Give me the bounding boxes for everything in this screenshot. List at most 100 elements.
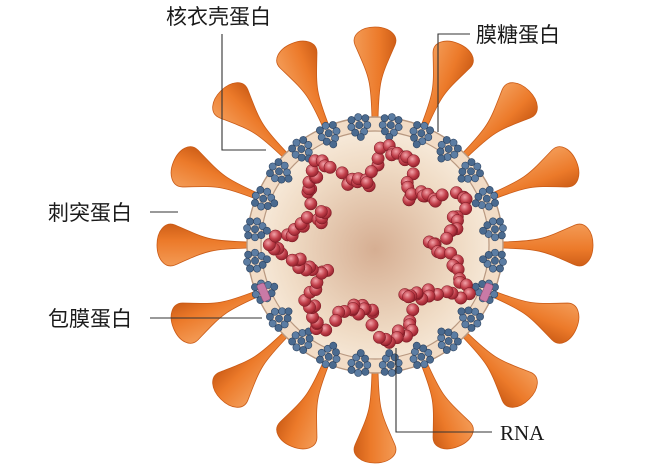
spike [212, 331, 289, 408]
glycoprotein-bead [484, 251, 493, 259]
rna-bead [435, 188, 449, 202]
glycoprotein-bead [490, 191, 499, 200]
glycoprotein-bead [409, 355, 418, 363]
glycoprotein-bead [479, 255, 487, 264]
rna-bead [335, 166, 349, 180]
glycoprotein-bead [363, 121, 372, 129]
spike [461, 331, 538, 408]
spike [353, 26, 397, 120]
label-membrane-glycoprotein: 膜糖蛋白 [476, 23, 560, 47]
rna-bead [360, 176, 374, 189]
glycoprotein [409, 341, 434, 369]
glycoprotein-bead [484, 230, 493, 238]
glycoprotein-bead [473, 162, 482, 171]
leader-glycoprotein [437, 33, 470, 132]
glycoprotein-bead [280, 161, 289, 170]
rna-bead [329, 314, 343, 327]
rna-bead [372, 330, 386, 344]
spike [461, 82, 538, 159]
glycoprotein-bead [257, 252, 266, 260]
leader-lines [150, 33, 492, 433]
glycoprotein [479, 217, 507, 242]
glycoprotein-bead [458, 167, 467, 176]
glycoprotein-bead [268, 319, 277, 328]
rna-bead [314, 205, 328, 219]
glycoprotein-bead [291, 331, 300, 340]
glycoprotein-bead [278, 307, 287, 316]
glycoprotein [409, 121, 434, 149]
glycoprotein-bead [277, 175, 286, 184]
rna-bead [268, 229, 282, 243]
glycoprotein-bead [459, 313, 467, 322]
glycoprotein-bead [424, 133, 433, 142]
glycoprotein-bead [275, 314, 283, 323]
glycoprotein-bead [489, 264, 497, 273]
glycoprotein-bead [491, 233, 499, 242]
spike [500, 223, 594, 267]
glycoprotein-bead [355, 361, 364, 369]
glycoprotein-bead [417, 129, 426, 138]
glycoprotein-bead [437, 327, 446, 336]
glycoprotein-bead [412, 140, 421, 149]
glycoprotein-bead [498, 224, 507, 233]
glycoprotein [266, 158, 293, 184]
glycoprotein-bead [329, 140, 338, 149]
glycoprotein-bead [443, 153, 452, 161]
glycoprotein-bead [387, 113, 396, 122]
glycoprotein-bead [461, 320, 470, 329]
spike [156, 223, 250, 267]
glycoprotein-bead [385, 349, 394, 357]
glycoprotein-bead [351, 128, 360, 137]
glycoprotein-bead [477, 201, 486, 209]
glycoprotein-bead [410, 133, 418, 142]
spike [276, 359, 331, 450]
glycoprotein-bead [386, 121, 395, 129]
glycoprotein-bead [450, 150, 459, 159]
glycoprotein [347, 349, 372, 377]
glycoprotein-bead [490, 290, 499, 299]
glycoprotein-bead [251, 248, 259, 257]
glycoprotein-bead [275, 167, 283, 176]
envelope-proteins [256, 282, 494, 302]
spike-shape [419, 40, 474, 131]
spike-shape [212, 331, 289, 408]
glycoprotein-bead [332, 348, 340, 357]
glycoprotein-bead [292, 343, 301, 352]
glycoprotein-bead [259, 194, 268, 203]
glycoprotein [266, 307, 293, 332]
glycoprotein-bead [437, 154, 446, 163]
spike [170, 289, 261, 344]
glycoprotein [471, 186, 499, 211]
spike-shape [489, 146, 580, 201]
glycoprotein-bead [304, 148, 313, 157]
glycoprotein-bead [251, 191, 260, 200]
glycoprotein-bead [297, 153, 306, 162]
spike-shape [156, 223, 250, 267]
glycoprotein-bead [323, 344, 332, 353]
glycoprotein [243, 217, 271, 242]
glycoprotein-bead [420, 121, 429, 130]
rna-bead [371, 152, 385, 165]
glycoprotein-bead [356, 133, 365, 141]
glycoprotein [243, 248, 271, 273]
glycoprotein [288, 327, 314, 354]
glycoprotein-bead [251, 290, 260, 299]
glycoprotein-bead [394, 123, 403, 131]
rna-bead [407, 154, 420, 168]
glycoprotein [479, 248, 507, 273]
spike [212, 82, 289, 159]
glycoprotein-bead [324, 352, 333, 361]
glycoprotein-bead [257, 231, 266, 239]
rna-bead [304, 197, 318, 211]
glycoprotein [437, 327, 462, 354]
glycoprotein-bead [417, 352, 426, 361]
spike-shape [353, 26, 397, 120]
glycoprotein-bead [283, 314, 292, 323]
leader-rna [395, 348, 492, 433]
spike-shape [500, 223, 594, 267]
glycoprotein-bead [474, 192, 483, 201]
spike-shape [461, 331, 538, 408]
rna-bead [440, 231, 454, 245]
